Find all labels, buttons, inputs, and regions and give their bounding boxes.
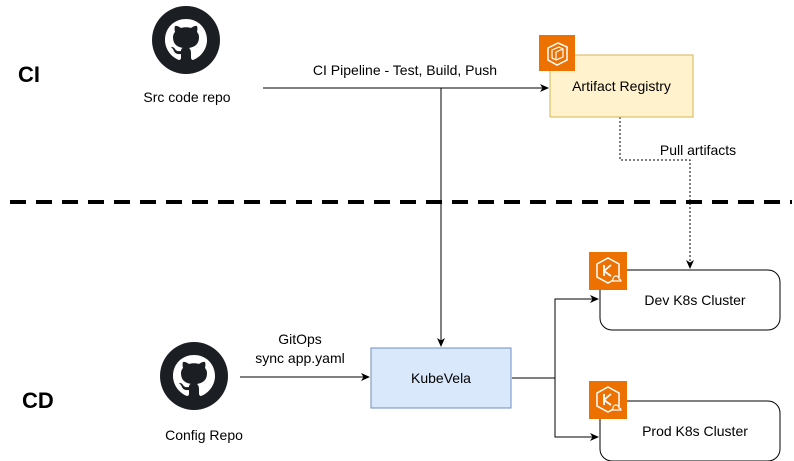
aws-ecr-icon <box>539 35 575 71</box>
edge-label-pull-artifacts: Pull artifacts <box>659 142 737 158</box>
section-label-cd: CD <box>22 388 54 413</box>
dev-cluster-box[interactable] <box>599 269 781 331</box>
prod-cluster-box[interactable] <box>599 400 781 461</box>
kubevela-box[interactable] <box>370 347 512 409</box>
artifact-registry-label: Artifact Registry <box>572 78 671 94</box>
github-icon <box>160 342 228 410</box>
src-repo-label: Src code repo <box>143 89 231 105</box>
section-label-ci: CI <box>18 62 40 87</box>
aws-eks-icon <box>589 381 627 419</box>
config-repo-label: Config Repo <box>165 427 243 443</box>
prod-cluster-label: Prod K8s Cluster <box>642 423 748 439</box>
kubevela-label: KubeVela <box>411 370 471 386</box>
edge-kubevela-to-dev <box>512 295 599 379</box>
aws-eks-icon <box>589 252 627 290</box>
edge-kubevela-to-prod <box>554 378 599 441</box>
edge-pull-artifacts <box>619 117 694 269</box>
github-icon <box>152 6 220 74</box>
edge-label-ci-pipeline: CI Pipeline - Test, Build, Push <box>312 62 498 78</box>
edge-label-gitops: GitOps <box>278 331 322 347</box>
edge-label-sync: sync app.yaml <box>255 350 345 366</box>
dev-cluster-label: Dev K8s Cluster <box>644 292 746 308</box>
